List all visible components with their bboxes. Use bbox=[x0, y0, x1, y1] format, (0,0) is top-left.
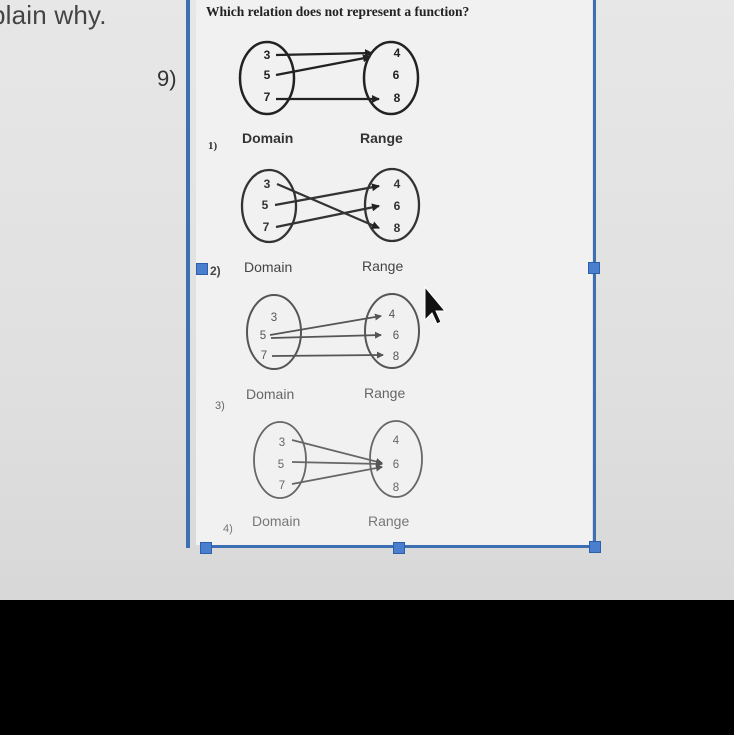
mapping-arrow bbox=[291, 439, 383, 465]
domain-value: 3 bbox=[264, 48, 271, 62]
mapping-arrow bbox=[269, 313, 382, 336]
range-label: Range bbox=[360, 130, 403, 146]
mapping-arrow bbox=[276, 182, 380, 230]
range-value: 4 bbox=[394, 46, 401, 60]
mapping-arrow bbox=[275, 203, 380, 229]
range-value: 4 bbox=[393, 435, 400, 447]
domain-value: 7 bbox=[261, 350, 267, 362]
range-oval bbox=[369, 420, 423, 498]
mapping-arrow bbox=[274, 183, 380, 207]
mapping-arrow bbox=[275, 49, 373, 58]
range-value: 8 bbox=[393, 482, 399, 494]
relation-diagrams: Which relation does not represent a func… bbox=[206, 4, 469, 535]
selection-border-left bbox=[186, 0, 190, 548]
page-heading: plain why. bbox=[0, 0, 107, 30]
range-value: 4 bbox=[389, 309, 396, 321]
diagram-3: 3 5 7 4 6 8 3) Domain Range bbox=[215, 293, 420, 412]
domain-value: 3 bbox=[264, 177, 271, 191]
domain-label: Domain bbox=[242, 130, 293, 146]
diagram-2: 3 5 7 4 6 8 2) Domain Range bbox=[210, 167, 421, 278]
domain-oval bbox=[238, 40, 296, 116]
range-value: 8 bbox=[394, 91, 401, 105]
mapping-arrow bbox=[270, 331, 382, 339]
domain-value: 3 bbox=[279, 437, 285, 449]
domain-value: 7 bbox=[264, 90, 271, 104]
range-label: Range bbox=[368, 513, 409, 529]
range-oval bbox=[362, 40, 420, 116]
mapping-arrow bbox=[271, 351, 384, 359]
diagram-4: 3 5 7 4 6 8 4) Domain Range bbox=[223, 420, 423, 535]
domain-value: 7 bbox=[279, 480, 285, 492]
domain-label: Domain bbox=[252, 513, 300, 529]
domain-value: 5 bbox=[264, 68, 271, 82]
screen: plain why. 9) Which relation does not re… bbox=[0, 0, 734, 600]
resize-handle-left[interactable] bbox=[196, 263, 208, 275]
resize-handle-bottom-right[interactable] bbox=[589, 541, 601, 553]
domain-value: 3 bbox=[271, 312, 277, 324]
range-oval bbox=[364, 293, 420, 369]
question-text: Which relation does not represent a func… bbox=[206, 4, 469, 19]
option-number: 4) bbox=[223, 523, 233, 535]
mapping-arrow bbox=[291, 460, 383, 468]
selection-border-right bbox=[593, 0, 596, 548]
range-value: 6 bbox=[394, 199, 401, 213]
range-value: 4 bbox=[394, 177, 401, 191]
resize-handle-bottom-left[interactable] bbox=[200, 542, 212, 554]
domain-label: Domain bbox=[246, 386, 294, 402]
range-value: 8 bbox=[393, 351, 399, 363]
image-selection-frame[interactable] bbox=[186, 0, 601, 554]
range-oval bbox=[363, 167, 421, 243]
domain-value: 5 bbox=[260, 330, 266, 342]
option-number: 2) bbox=[210, 264, 221, 278]
resize-handle-right[interactable] bbox=[588, 262, 600, 274]
resize-handle-bottom[interactable] bbox=[393, 542, 405, 554]
domain-value: 5 bbox=[262, 198, 269, 212]
mapping-arrow bbox=[291, 464, 383, 485]
domain-value: 7 bbox=[263, 220, 270, 234]
range-label: Range bbox=[362, 258, 403, 274]
range-value: 6 bbox=[393, 459, 399, 471]
domain-oval bbox=[246, 294, 302, 370]
domain-value: 5 bbox=[278, 459, 284, 471]
mapping-arrow bbox=[275, 54, 371, 77]
range-value: 6 bbox=[393, 68, 400, 82]
worksheet-image[interactable] bbox=[196, 0, 592, 545]
question-number: 9) bbox=[157, 66, 177, 91]
range-value: 6 bbox=[393, 330, 399, 342]
option-number: 1) bbox=[208, 140, 218, 152]
arrow-pointer-icon bbox=[424, 286, 446, 325]
range-value: 8 bbox=[394, 221, 401, 235]
domain-oval bbox=[253, 421, 307, 499]
domain-oval bbox=[240, 168, 298, 244]
domain-label: Domain bbox=[244, 259, 292, 275]
diagram-1: 3 5 7 4 6 8 1) Domain Range bbox=[208, 40, 420, 152]
range-label: Range bbox=[364, 385, 405, 401]
option-number: 3) bbox=[215, 400, 225, 412]
